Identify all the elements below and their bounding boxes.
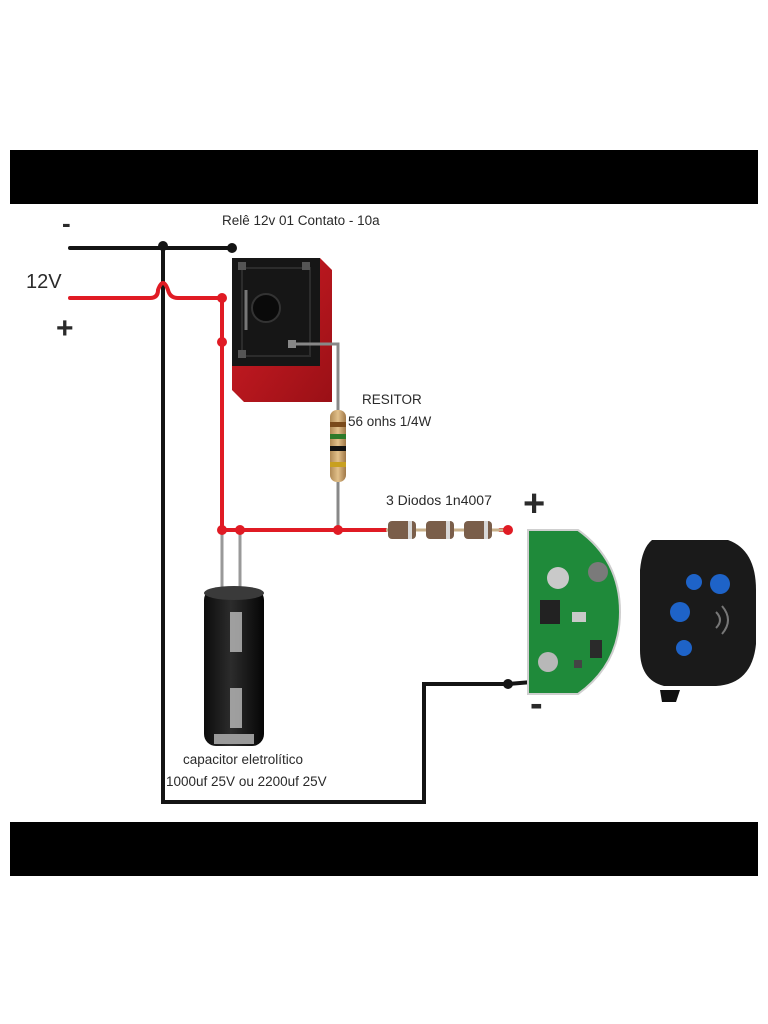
minus-top-label: -	[62, 208, 71, 238]
positive-wires	[68, 281, 512, 532]
letterbox-bottom	[10, 822, 758, 876]
relay	[232, 258, 332, 402]
resistor-label-line1: RESITOR	[362, 392, 422, 407]
junction-dots	[158, 241, 513, 689]
content-area	[10, 204, 758, 822]
resistor	[292, 342, 346, 530]
voltage-label: 12V	[26, 271, 62, 293]
capacitor-label-line2: 1000uf 25V ou 2200uf 25V	[166, 774, 327, 789]
board-plus-label: +	[523, 483, 545, 525]
remote-control	[640, 540, 756, 702]
board-minus-label: -	[530, 683, 543, 725]
diodes-label: 3 Diodos 1n4007	[386, 492, 492, 508]
plus-top-label: +	[56, 312, 74, 345]
receiver-board	[527, 529, 622, 695]
relay-label: Relê 12v 01 Contato - 10a	[222, 213, 380, 228]
diodes	[388, 521, 492, 539]
letterbox-top	[10, 150, 758, 204]
capacitor-label-line1: capacitor eletrolítico	[183, 752, 303, 767]
capacitor	[204, 530, 264, 746]
resistor-label-line2: 56 onhs 1/4W	[348, 414, 432, 429]
